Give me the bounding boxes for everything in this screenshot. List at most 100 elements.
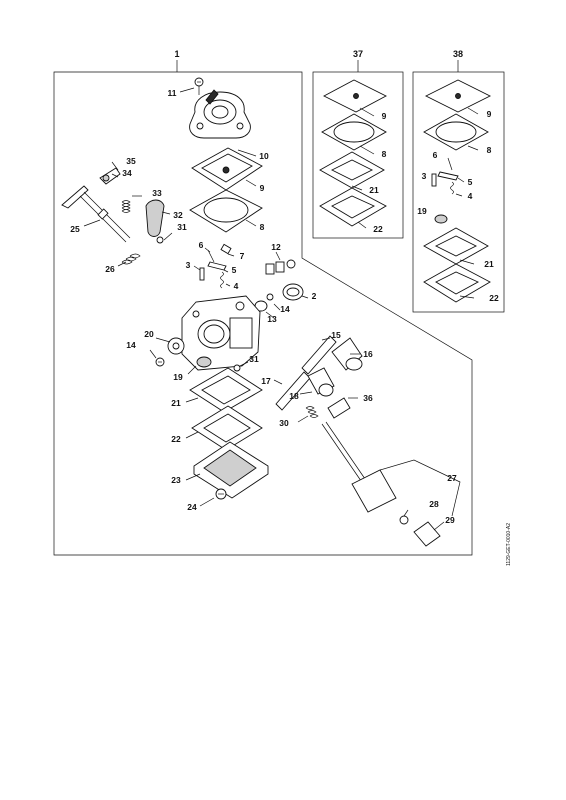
diaphragm-8-main <box>189 189 263 233</box>
callout-33: 33 <box>152 188 162 198</box>
kit-b-callout-21: 21 <box>484 259 494 269</box>
spring-26 <box>121 253 141 265</box>
kit-a-diaphragm-8 <box>321 113 387 151</box>
gasket-9-main <box>191 147 263 191</box>
spring-30 <box>305 406 319 418</box>
kit-b-needle-3 <box>431 173 437 187</box>
callout-22: 22 <box>171 434 181 444</box>
screw-28 <box>399 515 409 525</box>
leader-lines <box>83 87 479 531</box>
kit-a-callout-21: 21 <box>369 185 379 195</box>
choke-shaft-27 <box>321 421 397 513</box>
callout-21: 21 <box>171 398 181 408</box>
callout-34: 34 <box>122 168 132 178</box>
needle-15 <box>301 335 337 375</box>
callout-28: 28 <box>429 499 439 509</box>
screw-7 <box>220 243 232 255</box>
clip-31-lower <box>233 364 241 372</box>
frame-label-kit-a: 37 <box>353 49 363 59</box>
kit-b-diaphragm-21 <box>423 227 489 265</box>
pump-cover-10 <box>189 89 251 139</box>
callout-35: 35 <box>126 156 136 166</box>
kit-b-lever-5 <box>437 171 459 181</box>
plate-20 <box>167 337 185 355</box>
cover-23 <box>193 441 269 499</box>
kit-a-callout-22: 22 <box>373 224 383 234</box>
needle-3 <box>199 267 205 281</box>
gasket-22-main <box>191 405 263 451</box>
callout-16: 16 <box>363 349 373 359</box>
callout-14-lower: 14 <box>126 340 136 350</box>
callout-23: 23 <box>171 475 181 485</box>
adjusting-screw-36 <box>327 397 351 419</box>
throttle-shaft-25 <box>61 185 131 243</box>
callout-10: 10 <box>259 151 269 161</box>
callout-25: 25 <box>70 224 80 234</box>
screw-24 <box>215 488 227 500</box>
cap-18 <box>307 367 335 397</box>
callout-29: 29 <box>445 515 455 525</box>
callout-19: 19 <box>173 372 183 382</box>
spring-33 <box>121 200 131 213</box>
callout-2: 2 <box>312 291 317 301</box>
kit-a-callout-9: 9 <box>382 111 387 121</box>
kit-b-callout-9: 9 <box>487 109 492 119</box>
kit-b-callout-8: 8 <box>487 145 492 155</box>
callout-36: 36 <box>363 393 373 403</box>
kit-a-diaphragm-21 <box>319 151 385 189</box>
lever-5 <box>207 261 227 271</box>
kit-b-callout-19: 19 <box>417 206 427 216</box>
callout-8: 8 <box>260 222 265 232</box>
lever-35 <box>99 167 121 185</box>
pin-6 <box>207 249 215 263</box>
lever-32 <box>145 199 165 237</box>
callout-7: 7 <box>240 251 245 261</box>
kit-b-spring-4 <box>450 181 454 195</box>
kit-b-callout-22: 22 <box>489 293 499 303</box>
screw-11 <box>194 77 204 95</box>
callout-26: 26 <box>105 264 115 274</box>
callout-6: 6 <box>199 240 204 250</box>
screw-34 <box>102 174 110 182</box>
callout-13: 13 <box>267 314 277 324</box>
kit-b-callout-3: 3 <box>422 171 427 181</box>
callout-9: 9 <box>260 183 265 193</box>
seal-2 <box>282 283 304 301</box>
kit-b-callout-4: 4 <box>468 191 473 201</box>
kit-a-gasket-9 <box>323 79 387 113</box>
kit-b-frame <box>412 71 505 313</box>
callout-5: 5 <box>232 265 237 275</box>
callout-17: 17 <box>261 376 271 386</box>
drawing-code: 1129-GET-0010-A2 <box>506 523 512 566</box>
callout-31-upper: 31 <box>177 222 187 232</box>
callout-11: 11 <box>168 88 177 98</box>
callout-4: 4 <box>234 281 239 291</box>
main-frame <box>53 71 473 556</box>
callout-15: 15 <box>331 330 341 340</box>
callout-20: 20 <box>144 329 154 339</box>
diaphragm-21-main <box>189 367 263 413</box>
callout-14-upper: 14 <box>280 304 290 314</box>
screw-14-lower <box>155 357 165 367</box>
callout-27: 27 <box>447 473 457 483</box>
callout-30: 30 <box>279 418 289 428</box>
kit-b-pin-6 <box>447 157 453 171</box>
screw-14-upper <box>266 293 274 301</box>
kit-b-callout-5: 5 <box>468 177 473 187</box>
kit-b-gasket-9 <box>424 79 492 113</box>
spring-4 <box>220 271 224 289</box>
kit-b-diaphragm-8 <box>423 113 489 151</box>
kit-a-gasket-22 <box>319 187 387 227</box>
callout-32: 32 <box>173 210 183 220</box>
screen-12 <box>265 259 296 275</box>
kit-b-callout-6: 6 <box>433 150 438 160</box>
carburetor-body <box>181 295 261 371</box>
frame-label-kit-b: 38 <box>453 49 463 59</box>
callout-24: 24 <box>187 502 197 512</box>
kit-b-gasket-22 <box>423 263 491 303</box>
frame-label-main: 1 <box>174 49 179 59</box>
callout-31-lower: 31 <box>249 354 259 364</box>
kit-a-callout-8: 8 <box>382 149 387 159</box>
knob-29 <box>413 521 441 547</box>
